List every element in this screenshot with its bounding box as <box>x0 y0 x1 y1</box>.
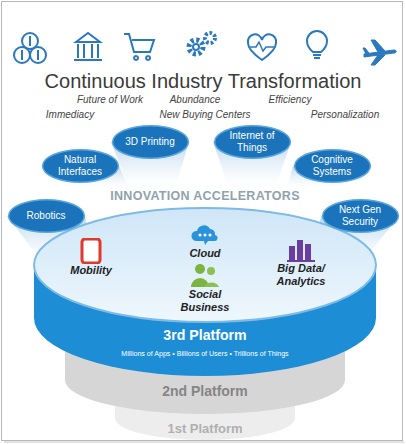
cylinder-ellipse <box>112 126 188 158</box>
platform-pillar: Social Business <box>170 262 240 314</box>
platform-disc: 3rd PlatformMillions of Apps • Billions … <box>33 207 377 377</box>
diagram-title: Continuous Industry Transformation <box>45 70 362 93</box>
accelerator-cylinder: Robotics <box>7 198 86 234</box>
person-head <box>195 264 205 274</box>
bar <box>289 246 295 260</box>
disc-surface <box>34 208 376 322</box>
accelerator-cylinder: 3D Printing <box>111 124 190 160</box>
bar <box>297 240 303 260</box>
cloud-icon <box>189 221 221 247</box>
platform-title: 1st Platform <box>115 421 295 436</box>
pulse-line <box>250 42 274 51</box>
cloud-dot <box>209 234 212 237</box>
cylinder-ellipse <box>322 200 398 232</box>
pillar-label: Cloud <box>170 247 240 260</box>
trend-label: Efficiency <box>269 94 312 105</box>
cylinder-ellipse <box>214 126 290 158</box>
trend-label: New Buying Centers <box>159 109 250 120</box>
trend-label: Future of Work <box>77 94 143 105</box>
tablet-shape <box>82 239 100 263</box>
pillar-label: Big Data/ Analytics <box>268 262 334 288</box>
ppl-icon <box>189 262 221 288</box>
accelerator-label: Next Gen Security <box>331 204 389 228</box>
platform-pillar: Cloud <box>170 221 240 260</box>
plane-icon <box>363 40 396 65</box>
accelerator-cylinder: Natural Interfaces <box>41 148 120 184</box>
cloud-dot <box>199 234 202 237</box>
accelerator-cylinder: Next Gen Security <box>321 198 400 234</box>
gear-icon <box>205 33 215 43</box>
bar-base <box>287 260 315 262</box>
bars-icon <box>285 236 317 262</box>
cart-icon <box>124 34 154 60</box>
band-surface <box>65 350 345 414</box>
platform-pillar: Mobility <box>60 238 122 277</box>
accelerator-label: 3D Printing <box>121 136 179 148</box>
cylinder-ellipse <box>8 200 84 232</box>
frame <box>2 2 403 441</box>
platform-title: 3rd Platform <box>33 326 377 344</box>
cloud-dot <box>204 234 207 237</box>
cylinder-ellipse <box>294 150 370 182</box>
platform-title: 2nd Platform <box>65 383 345 399</box>
trend-label: Abundance <box>170 94 221 105</box>
pillar-label: Mobility <box>60 264 122 277</box>
trend-label: Personalization <box>311 109 379 120</box>
accelerator-label: Internet of Things <box>223 130 281 154</box>
bulb-icon <box>307 31 327 58</box>
platform-subtitle: Millions of Apps • Billions of Users • T… <box>33 349 377 359</box>
coin-marks <box>22 36 38 60</box>
heart-icon <box>248 34 276 60</box>
band-surface <box>115 400 295 440</box>
cloud-shape <box>191 225 217 245</box>
person-head <box>207 267 215 275</box>
bank-icon <box>74 33 102 60</box>
cylinder-ellipse <box>42 150 118 182</box>
frame-shadow <box>4 441 404 443</box>
pillar-label: Social Business <box>170 288 240 314</box>
bar <box>305 244 311 260</box>
tab-icon <box>75 238 107 264</box>
accelerator-cylinder: Cognitive Systems <box>293 148 372 184</box>
accelerator-cylinder: Internet of Things <box>213 124 292 160</box>
accelerator-label: Natural Interfaces <box>51 154 109 178</box>
gear-icon <box>189 40 203 54</box>
trend-label: Immediacy <box>46 109 94 120</box>
accelerator-label: Cognitive Systems <box>303 154 361 178</box>
gear-icon <box>193 44 199 50</box>
person-body <box>204 282 219 287</box>
accelerator-label: Robotics <box>17 210 75 222</box>
platform-pillar: Big Data/ Analytics <box>268 236 334 288</box>
section-label: INNOVATION ACCELERATORS <box>110 189 300 203</box>
industry-icons <box>14 31 396 65</box>
